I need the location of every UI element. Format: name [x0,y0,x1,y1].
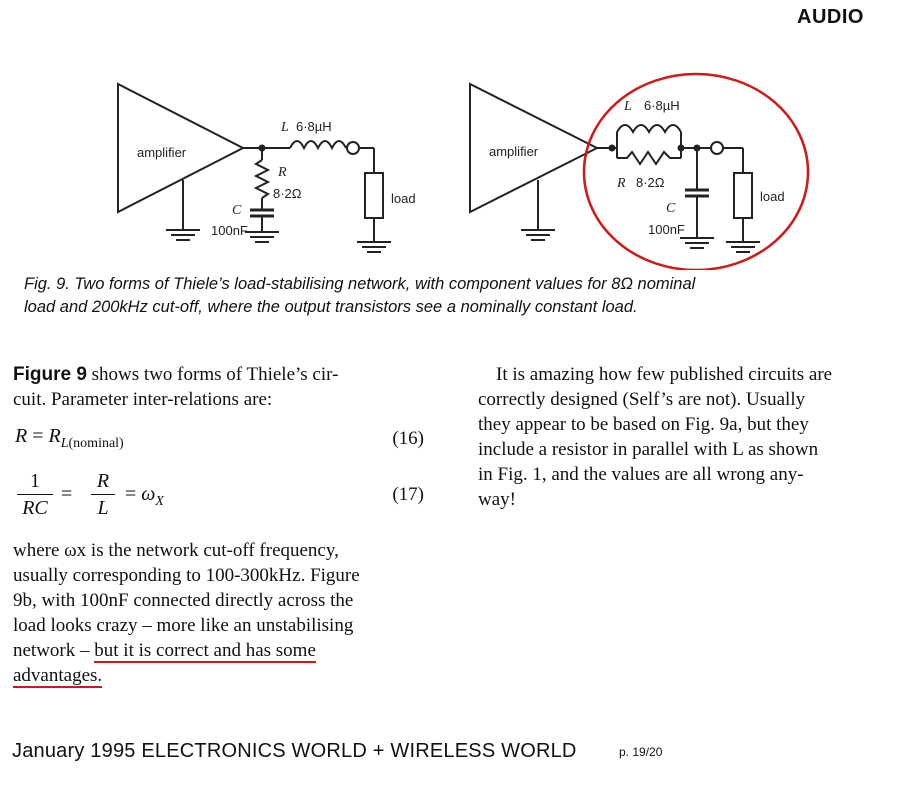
capacitor-symbol: C [666,201,676,216]
underlined-text: advantages. [13,665,103,688]
caption-line: load and 200kHz cut-off, where the outpu… [24,298,638,316]
equation-16: R = RL(nominal) (16) [13,416,428,464]
inductor-value: 6·8µH [644,98,680,113]
body-text: network – [13,640,95,661]
eq16-number: (16) [392,428,424,449]
amplifier-label: amplifier [137,145,187,160]
body-line: network – but it is correct and has some [13,638,428,663]
intro-line: Figure 9 shows two forms of Thiele’s cir… [13,362,428,387]
body-line: advantages. [13,663,428,688]
caption-line: Fig. 9. Two forms of Thiele’s load-stabi… [24,275,696,293]
eq16-subscript-l: L [60,436,69,451]
eq17-number: (17) [392,484,424,505]
eq17-numerator: R [91,468,115,495]
publication-footer: January 1995 ELECTRONICS WORLD + WIRELES… [12,740,577,762]
eq17-denominator: L [97,497,109,519]
body-line: they appear to be based on Fig. 9a, but … [478,414,809,435]
body-line: load looks crazy – more like an unstabil… [13,615,354,636]
eq16-subscript: (nominal) [68,436,124,451]
body-text: It is amazing how few published circuits… [496,364,833,385]
load-label: load [760,189,785,204]
resistor-symbol: R [277,165,287,180]
equation-17: 1 RC = R L = ωX (17) [13,464,428,536]
figure-caption: Fig. 9. Two forms of Thiele’s load-stabi… [24,273,864,319]
body-line: in Fig. 1, and the values are all wrong … [478,464,804,485]
thiele-network-figure: amplifier L 6·8µH R 8·2Ω C 100nF load am… [117,72,810,270]
capacitor-value: 100nF [211,223,248,238]
right-column: It is amazing how few published circuits… [478,362,890,512]
load-label: load [391,191,416,206]
eq16-lhs: R [15,425,28,447]
eq16-equals: = [27,425,49,447]
eq16-rhs: R [48,425,61,447]
body-line: way! [478,489,516,510]
body-line: usually corresponding to 100-300kHz. Fig… [13,565,360,586]
page-number: p. 19/20 [619,745,663,759]
resistor-value: 8·2Ω [636,175,665,190]
figure-reference: Figure 9 [13,364,87,385]
body-line: correctly designed (Self’s are not). Usu… [478,389,806,410]
highlight-ellipse [582,72,810,270]
body-line: 9b, with 100nF connected directly across… [13,590,354,611]
left-column: Figure 9 shows two forms of Thiele’s cir… [13,362,428,688]
body-line: It is amazing how few published circuits… [478,362,890,387]
underlined-text: but it is correct and has some [94,640,316,663]
body-line: where ωx is the network cut-off frequenc… [13,540,339,561]
intro-line: cuit. Parameter inter-relations are: [13,389,273,410]
section-label: AUDIO [797,6,864,28]
resistor-symbol: R [616,176,626,191]
inductor-symbol: L [623,99,632,114]
intro-text: shows two forms of Thiele’s cir- [86,364,339,385]
inductor-symbol: L [280,120,289,135]
eq17-rhs-sub: X [155,494,164,509]
eq17-numerator: 1 [17,468,53,495]
capacitor-symbol: C [232,203,242,218]
capacitor-value: 100nF [648,222,685,237]
body-line: include a resistor in parallel with L as… [478,439,819,460]
inductor-value: 6·8µH [296,119,332,134]
eq17-rhs: ω [141,483,156,505]
amplifier-label: amplifier [489,144,539,159]
resistor-value: 8·2Ω [273,186,302,201]
eq17-denominator: RC [22,497,48,519]
